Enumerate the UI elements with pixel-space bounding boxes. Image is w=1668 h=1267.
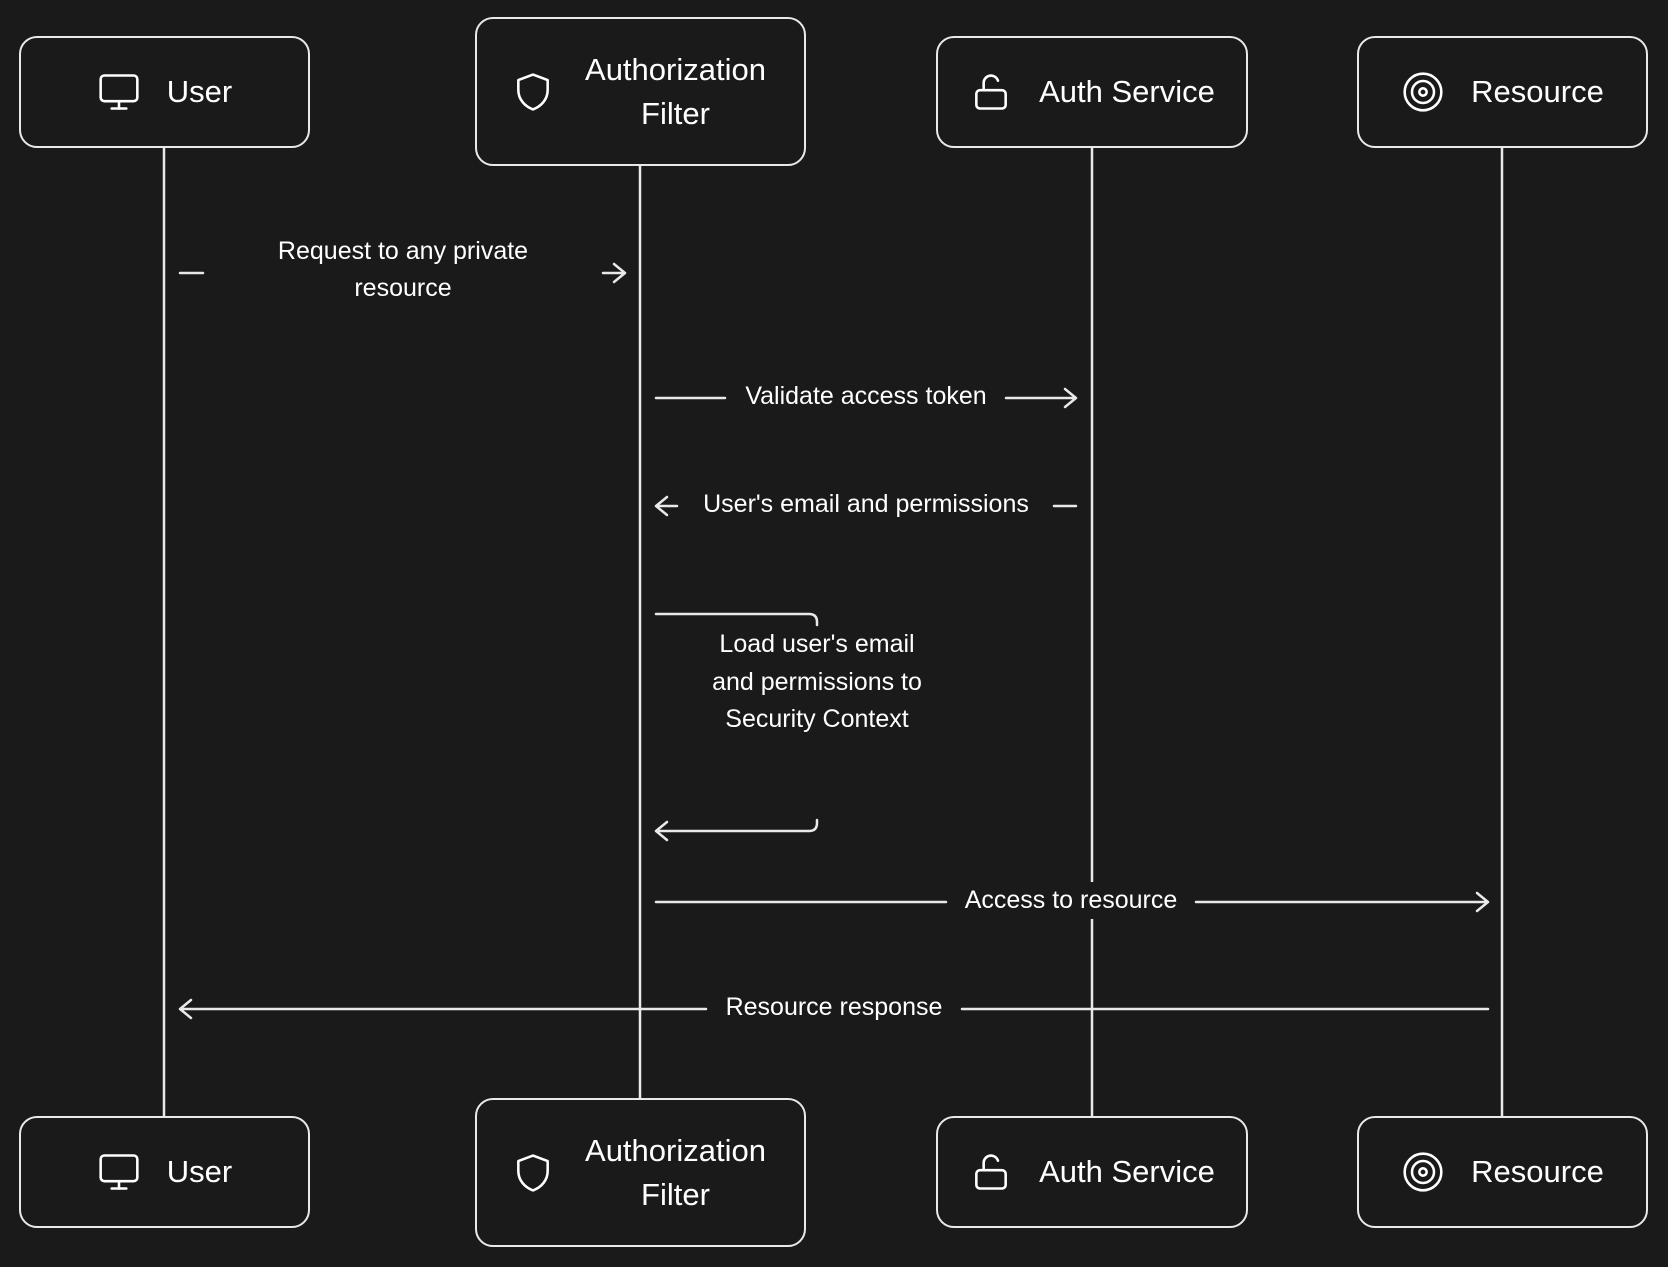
arrow-response: [178, 998, 1490, 1020]
participant-filter-bottom: Authorization Filter: [475, 1098, 806, 1247]
message-access-label: Access to resource: [950, 882, 1192, 919]
monitor-icon: [99, 74, 139, 110]
arrow-request: [178, 262, 627, 284]
unlock-icon: [975, 74, 1008, 110]
shield-icon: [516, 72, 549, 111]
target-icon: [1403, 1152, 1443, 1192]
message-load-label: Load user's email and permissions to Sec…: [712, 630, 922, 733]
participant-filter-top: Authorization Filter: [475, 17, 806, 166]
participant-label: Resource: [1471, 74, 1604, 109]
participant-resource-top: Resource: [1357, 36, 1648, 148]
message-permissions-label: User's email and permissions: [681, 486, 1051, 523]
shield-icon: [516, 1153, 549, 1192]
arrow-permissions: [654, 495, 1078, 517]
participant-auth-bottom: Auth Service: [936, 1116, 1248, 1228]
participant-resource-bottom: Resource: [1357, 1116, 1648, 1228]
monitor-icon: [99, 1154, 139, 1190]
participant-label: Authorization Filter: [585, 1132, 766, 1212]
participant-user-bottom: User: [19, 1116, 310, 1228]
participant-label: Authorization Filter: [585, 51, 766, 131]
participant-label: User: [166, 74, 233, 109]
target-icon: [1403, 72, 1443, 112]
participant-auth-top: Auth Service: [936, 36, 1248, 148]
participant-label: User: [166, 1154, 233, 1189]
unlock-icon: [975, 1154, 1008, 1190]
participant-label: Auth Service: [1039, 74, 1215, 109]
participant-label: Resource: [1471, 1154, 1604, 1189]
participant-label: Auth Service: [1039, 1154, 1215, 1189]
message-response-label: Resource response: [710, 989, 958, 1026]
arrow-validate: [654, 387, 1078, 409]
arrow-access: [654, 891, 1490, 913]
message-validate-label: Validate access token: [729, 378, 1003, 415]
message-request-label: Request to any private resource: [253, 233, 553, 307]
arrow-self-loop: [654, 612, 819, 842]
participant-user-top: User: [19, 36, 310, 148]
